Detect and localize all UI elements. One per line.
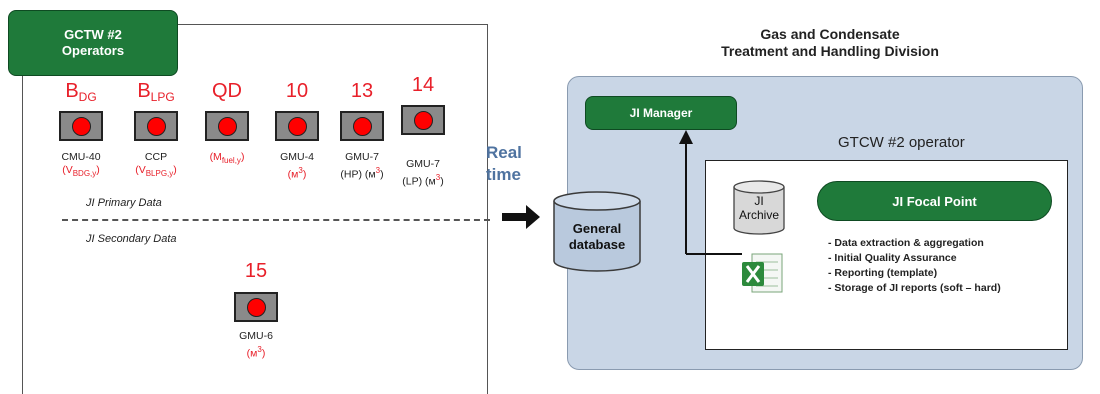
meter-code-14: 14 xyxy=(411,74,435,96)
task-item: - Initial Quality Assurance xyxy=(828,252,957,264)
meter-name-ccp: CCP xyxy=(144,151,168,163)
gtcw-operator-label: GTCW #2 operator xyxy=(838,134,965,151)
ji-manager-box: JI Manager xyxy=(585,96,737,130)
operators-title: GCTW #2 Operators xyxy=(8,10,178,76)
connector-arrow xyxy=(679,130,742,255)
indicator-light xyxy=(246,297,266,317)
meter-name-cmu40: CMU-40 xyxy=(61,151,101,163)
meter-code-15: 15 xyxy=(244,260,268,282)
meter-param-gmu7-lp: (LP) (м3) xyxy=(402,173,444,188)
archive-label: JI Archive xyxy=(738,194,779,222)
primary-data-label: JI Primary Data xyxy=(86,197,162,209)
indicator-light xyxy=(413,110,433,130)
meter-param-mfuel: (Mfuel,y) xyxy=(209,151,245,166)
indicator-light xyxy=(287,116,307,136)
database-cylinder-icon xyxy=(553,191,641,272)
meter-gmu7-hp xyxy=(340,111,384,141)
division-title: Gas and Condensate Treatment and Handlin… xyxy=(721,26,939,59)
secondary-data-label: JI Secondary Data xyxy=(86,233,177,245)
indicator-light xyxy=(217,116,237,136)
excel-icon xyxy=(742,253,783,293)
meter-gmu7-lp xyxy=(401,105,445,135)
indicator-light xyxy=(146,116,166,136)
meter-code-10: 10 xyxy=(285,80,309,102)
task-item: - Data extraction & aggregation xyxy=(828,237,984,249)
indicator-light xyxy=(352,116,372,136)
meter-cmu40 xyxy=(59,111,103,141)
meter-ccp xyxy=(134,111,178,141)
data-divider xyxy=(62,219,490,221)
meter-code-blpg: BLPG xyxy=(137,80,175,104)
meter-param-gmu4: (м3) xyxy=(287,166,307,181)
meter-name-gmu6: GMU-6 xyxy=(239,330,273,342)
realtime-label: Real time xyxy=(486,143,522,184)
meter-param-gmu7-hp: (HP) (м3) xyxy=(340,166,384,181)
database-label: General database xyxy=(568,221,626,252)
meter-code-13: 13 xyxy=(350,80,374,102)
meter-qd xyxy=(205,111,249,141)
meter-code-qd: QD xyxy=(212,80,242,102)
operators-panel xyxy=(22,24,488,394)
meter-param-gmu6: (м3) xyxy=(246,345,266,360)
right-arrow-icon xyxy=(502,205,540,229)
ji-focal-point-box: JI Focal Point xyxy=(817,181,1052,221)
meter-gmu4 xyxy=(275,111,319,141)
meter-name-gmu7-hp: GMU-7 xyxy=(345,151,379,163)
meter-gmu6 xyxy=(234,292,278,322)
meter-name-gmu4: GMU-4 xyxy=(280,151,314,163)
task-item: - Reporting (template) xyxy=(828,267,938,279)
task-item: - Storage of JI reports (soft – hard) xyxy=(828,282,1001,294)
archive-cylinder-icon xyxy=(733,180,785,235)
meter-param-blpg: (VBLPG,y) xyxy=(135,164,177,179)
focal-point-tasks: - Data extraction & aggregation - Initia… xyxy=(828,236,1001,296)
meter-code-bdg: BDG xyxy=(65,80,97,104)
meter-param-bdg: (VBDG,y) xyxy=(62,164,100,179)
meter-name-gmu7-lp: GMU-7 xyxy=(406,158,440,170)
indicator-light xyxy=(71,116,91,136)
